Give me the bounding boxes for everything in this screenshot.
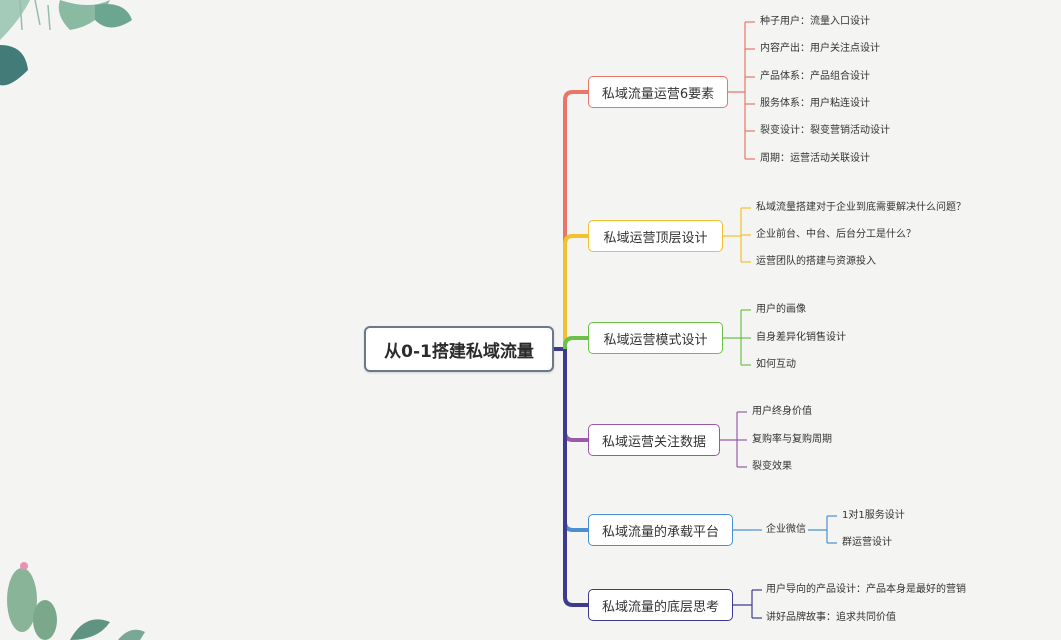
- leaf-topic[interactable]: 企业前台、中台、后台分工是什么？: [756, 228, 916, 242]
- leaf-topic[interactable]: 用户终身价值: [752, 405, 812, 419]
- sub-leaf-topic[interactable]: 群运营设计: [842, 536, 892, 550]
- branch-label: 私域流量的底层思考: [602, 596, 719, 615]
- branch-node[interactable]: 私域运营顶层设计: [588, 220, 723, 252]
- branch-label: 私域运营模式设计: [603, 329, 707, 348]
- leaf-topic[interactable]: 用户导向的产品设计：产品本身是最好的营销: [766, 583, 966, 597]
- leaf-decoration-top-left: [0, 0, 132, 85]
- branch-label: 私域运营关注数据: [602, 431, 706, 450]
- leaf-topic[interactable]: 运营团队的搭建与资源投入: [756, 255, 876, 269]
- branch-connector: [565, 236, 588, 349]
- leaf-topic[interactable]: 用户的画像: [756, 303, 806, 317]
- cactus-decoration-bottom-left: [7, 562, 145, 640]
- branch-node[interactable]: 私域流量的承载平台: [588, 514, 733, 546]
- sub-leaf-topic[interactable]: 1对1服务设计: [842, 509, 905, 523]
- leaf-topic[interactable]: 周期：运营活动关联设计: [760, 152, 870, 166]
- leaf-topic[interactable]: 裂变效果: [752, 460, 792, 474]
- leaf-topic[interactable]: 私域流量搭建对于企业到底需要解决什么问题？: [756, 201, 966, 215]
- branch-label: 私域流量的承载平台: [602, 521, 719, 540]
- leaf-topic[interactable]: 种子用户：流量入口设计: [760, 15, 870, 29]
- branch-connector: [565, 338, 588, 349]
- branch-connector: [565, 349, 588, 605]
- leaf-topic[interactable]: 产品体系：产品组合设计: [760, 70, 870, 84]
- branch-label: 私域流量运营6要素: [602, 83, 714, 102]
- branch-connector: [565, 92, 588, 349]
- root-label: 从0-1搭建私域流量: [384, 337, 534, 362]
- branch-node[interactable]: 私域运营模式设计: [588, 322, 723, 354]
- leaf-topic[interactable]: 内容产出：用户关注点设计: [760, 42, 880, 56]
- leaf-topic[interactable]: 自身差异化销售设计: [756, 331, 846, 345]
- branch-connector: [565, 349, 588, 440]
- leaf-topic[interactable]: 服务体系：用户粘连设计: [760, 97, 870, 111]
- leaf-topic[interactable]: 裂变设计：裂变营销活动设计: [760, 124, 890, 138]
- root-node[interactable]: 从0-1搭建私域流量: [364, 326, 554, 372]
- branch-node[interactable]: 私域流量的底层思考: [588, 589, 733, 621]
- leaf-topic[interactable]: 讲好品牌故事：追求共同价值: [766, 611, 896, 625]
- branch-node[interactable]: 私域流量运营6要素: [588, 76, 728, 108]
- leaf-topic[interactable]: 复购率与复购周期: [752, 433, 832, 447]
- leaf-topic[interactable]: 如何互动: [756, 358, 796, 372]
- leaf-topic[interactable]: 企业微信: [766, 523, 806, 537]
- branch-node[interactable]: 私域运营关注数据: [588, 424, 720, 456]
- branch-label: 私域运营顶层设计: [603, 227, 707, 246]
